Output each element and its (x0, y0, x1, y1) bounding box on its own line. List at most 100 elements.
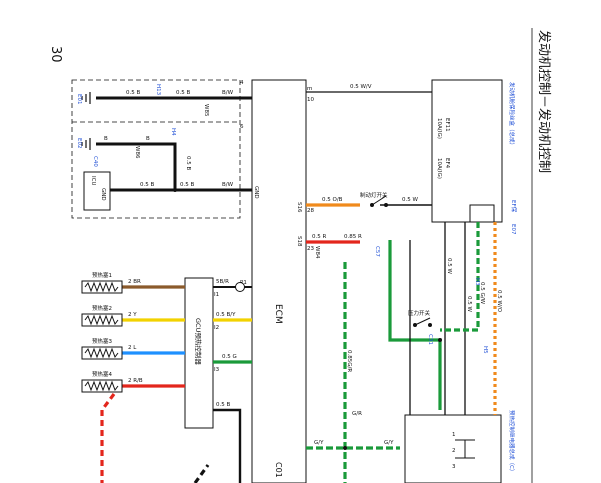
connector-w86-text: W86 (134, 146, 140, 159)
wire-gcu-b (213, 408, 242, 483)
fuse-box-tab (469, 204, 495, 223)
ecm-gnd-text: GND (253, 186, 259, 199)
relay-coil (455, 439, 475, 459)
wire-label-gnd2a: B (104, 136, 108, 142)
ecm-gnd-pin: GND (253, 186, 259, 199)
wire-label-ob: 0.5 O/B (322, 197, 343, 203)
ecm-pin-s18: S18 (296, 236, 302, 247)
icu-pin-6: 6 (240, 124, 244, 130)
wire-label-gr: 0.85G/R (346, 350, 352, 372)
pressure-switch-label: 压力开关 (408, 309, 431, 317)
connector-c31-text: C31 (427, 334, 433, 345)
ef4-rating-text: 10A(IG) (436, 158, 442, 179)
icu-gnd-text: GND (100, 188, 106, 201)
wire-gnd-row2 (96, 142, 177, 190)
ecm-pin-10: 10 (307, 97, 314, 103)
fuse-box-label-text: 发动机舱保险丝盒（总成） (508, 82, 516, 148)
wire-green-loop (388, 240, 442, 410)
relay-pin-2: 2 (452, 448, 456, 454)
wire-label-gw-text: 0.5 G/W (479, 282, 485, 305)
wire-label-sr: 5B/R (216, 279, 229, 285)
ground-symbol-e01 (81, 92, 91, 104)
wire-label-gnd3b: 0.5 B (180, 182, 194, 188)
wire-label-gnd1b: 0.5 B (176, 90, 190, 96)
wire-label-gnd3c: B/W (222, 182, 234, 188)
junction-dot (173, 188, 177, 192)
glow-plug-2-label: 预热塞2 (92, 304, 112, 312)
connector-e01: E01 (76, 94, 82, 104)
wire-label-vert-b-text: 0.5 B (185, 156, 191, 170)
wire-label-gnd3a: 0.5 B (140, 182, 154, 188)
page-title-text: 发动机控制－发动机控制 (536, 30, 552, 173)
page-title: 发动机控制－发动机控制 (536, 30, 552, 173)
ef4-text: EF4 (444, 158, 450, 169)
glow-plug-2-wire: 2 Y (128, 312, 137, 318)
wire-label-top: 0.5 W/V (350, 84, 372, 90)
ecm-pin-23: 23 (307, 246, 314, 252)
gcu-label-text: GCU预热控制器 (194, 318, 203, 365)
ground-symbol-e02 (81, 138, 91, 150)
gcu-block (184, 277, 214, 429)
wire-label-gnd1c: B/W (222, 90, 234, 96)
wire-fuse-gw (440, 222, 480, 332)
wire-label-gr-text: 0.85G/R (346, 350, 352, 372)
ecm-pin-s18-text: S18 (296, 236, 302, 247)
fuse-box (431, 79, 503, 223)
connector-e07-text: E07 (510, 224, 516, 235)
c40-text: C40 (92, 156, 98, 167)
wire-label-gr2: G/R (352, 411, 362, 417)
wire-black-diag (193, 464, 210, 483)
page-number-text: 30 (48, 46, 63, 63)
connector-w84-text: W84 (314, 246, 320, 259)
glow-plug-4-wire: 2 R/B (128, 378, 143, 384)
connector-h3: H3 (474, 278, 480, 286)
connector-h4-text: H4 (170, 128, 176, 136)
connector-w85: W85 (203, 104, 209, 117)
icu-pin-4: 4 (240, 80, 244, 86)
connector-e02-text: E02 (76, 138, 82, 148)
pressure-switch (413, 317, 432, 327)
icu-text: ICU (90, 176, 96, 186)
icu-gnd: GND (100, 188, 106, 201)
ef11-rating-text: 10A(IG) (436, 118, 442, 139)
connector-c57-text: C57 (374, 246, 380, 257)
glow-plug-3-label: 预热塞3 (92, 337, 113, 345)
ecm-label: ECM (273, 304, 283, 324)
wire-label-gy2: G/Y (384, 440, 394, 446)
relay-pin-1: 1 (452, 432, 456, 438)
connector-e02: E02 (76, 138, 82, 148)
ef11-text: EF11 (444, 118, 450, 132)
ecm-pin-s16: S16 (296, 202, 302, 213)
splice-circle (235, 282, 245, 292)
fuse-box-label: 发动机舱保险丝盒（总成） (508, 82, 516, 148)
connector-h3-text: H3 (474, 278, 480, 286)
connector-h5-text: H5 (482, 346, 488, 354)
ef11-fuse: EF11 10A(IG) (436, 118, 450, 139)
ecm-connector-c01: C01 (274, 462, 283, 478)
ef-label-text: EF保 (510, 200, 518, 213)
c40-label: C40 (92, 156, 98, 167)
wire-label-ow: 0.5 W (402, 197, 418, 203)
glow-plug-3-icon (81, 346, 123, 360)
connector-w86: W86 (134, 146, 140, 159)
connector-p1: P1 (240, 280, 247, 286)
connector-c57: C57 (374, 246, 380, 257)
ef4-fuse: EF4 10A(IG) (436, 158, 450, 179)
wire-label-wo-text: 0.5 W/O (496, 290, 502, 313)
glow-plug-3-wire: 2 L (128, 345, 137, 351)
connector-w85-text: W85 (203, 104, 209, 117)
glow-plug-2-icon (81, 313, 123, 327)
wire-label-gy: G/Y (314, 440, 324, 446)
connector-c31: C31 (427, 334, 433, 345)
brake-switch-label: 制动灯开关 (360, 191, 388, 199)
wire-label-w3-text: 0.5 W (446, 258, 452, 274)
ecm-pin-m: m (307, 86, 312, 92)
relay-box (404, 414, 502, 483)
wire-label-gnd2b: B (146, 136, 150, 142)
page-number: 30 (48, 46, 63, 63)
wire-label-w4-text: 0.5 W (466, 296, 472, 312)
glow-plug-4-label: 预热塞4 (92, 370, 113, 378)
wire-label-w4: 0.5 W (466, 296, 472, 312)
gcu-pin-i2: I2 (214, 325, 219, 331)
